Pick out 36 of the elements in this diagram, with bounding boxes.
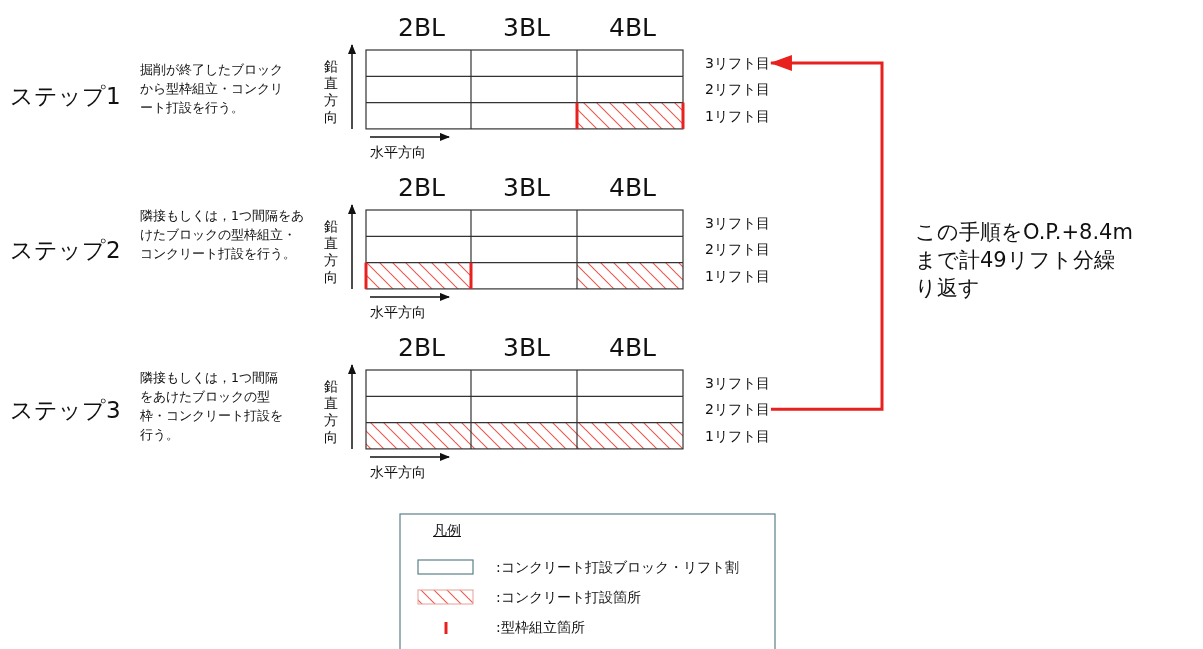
lift-label: 3リフト目 (705, 214, 770, 232)
axis-label: 水平方向 (370, 302, 426, 321)
block-label: 4BL (609, 334, 656, 362)
step-description: 隣接もしくは，1つ間隔をあけたブロックの型枠組立・コンクリート打設を行う。 (140, 207, 305, 263)
block-label: 4BL (609, 14, 656, 42)
block-label: 2BL (398, 14, 445, 42)
lift-label: 2リフト目 (705, 80, 770, 99)
lift-label: 2リフト目 (705, 400, 770, 419)
step-title: ステップ2 (10, 236, 121, 264)
axis-label: 鉛直方向 (324, 58, 339, 126)
block-label: 3BL (503, 174, 550, 202)
lift-label: 3リフト目 (705, 54, 770, 72)
lift-label: 3リフト目 (705, 374, 770, 392)
legend-text: :コンクリート打設箇所 (496, 588, 641, 606)
legend-title: 凡例 (433, 521, 461, 539)
step-description: 掘削が終了したブロックから型枠組立・コンクリート打設を行う。 (140, 61, 284, 117)
lift-label: 2リフト目 (705, 240, 770, 259)
lift-label: 1リフト目 (705, 106, 770, 125)
block-label: 3BL (503, 14, 550, 42)
axis-label: 鉛直方向 (324, 218, 339, 286)
repeat-note: この手順をO.P.+8.4mまで計49リフト分繰り返す (915, 219, 1133, 302)
step-title: ステップ1 (10, 82, 121, 110)
legend-text: :コンクリート打設ブロック・リフト割 (496, 558, 739, 576)
axis-label: 水平方向 (370, 142, 426, 161)
axis-label: 鉛直方向 (324, 378, 339, 446)
block-label: 2BL (398, 334, 445, 362)
block-label: 3BL (503, 334, 550, 362)
return-arrow (769, 55, 884, 411)
step-description: 隣接もしくは，1つ間隔をあけたブロックの型枠・コンクリート打設を行う。 (140, 369, 284, 444)
block-label: 2BL (398, 174, 445, 202)
lift-label: 1リフト目 (705, 266, 770, 285)
step-title: ステップ3 (10, 396, 121, 424)
block-label: 4BL (609, 174, 656, 202)
lift-label: 1リフト目 (705, 426, 770, 445)
axis-label: 水平方向 (370, 462, 426, 481)
legend-text: :型枠組立箇所 (496, 618, 585, 636)
